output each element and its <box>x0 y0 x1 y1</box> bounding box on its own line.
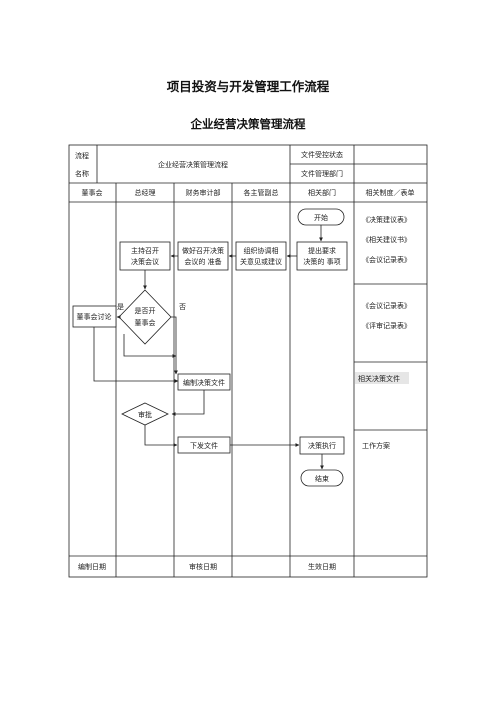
main-title: 项目投资与开发管理工作流程 <box>166 79 330 94</box>
column-header-board: 董事会 <box>82 188 103 197</box>
column-header-gm: 总经理 <box>135 188 156 197</box>
host-meeting-l1: 主持召开 <box>131 246 159 255</box>
footer-prepared-date: 编制日期 <box>78 562 106 571</box>
related-docs: 相关决策文件 <box>358 374 400 383</box>
decision-l1: 是否开 <box>135 307 156 315</box>
form-meeting-record-2: 《会议记录表》 <box>362 301 411 310</box>
organize-l2: 关意见或建议 <box>240 257 282 266</box>
table-border <box>68 144 428 578</box>
flow-label-line2: 名称 <box>75 169 89 178</box>
prepare-l1: 做好召开决策 <box>182 246 224 255</box>
doc-status-label: 文件受控状态 <box>301 150 343 159</box>
column-header-finance: 财务审计部 <box>186 188 221 197</box>
work-plan: 工作方案 <box>362 441 390 450</box>
approve-label: 审批 <box>138 410 152 419</box>
organize-box <box>235 241 287 271</box>
form-related-proposal: 《相关建议书》 <box>362 235 411 244</box>
host-meeting-box <box>119 241 171 271</box>
propose-l1: 提出要求 <box>308 246 336 255</box>
footer-effective-date: 生效日期 <box>308 562 336 571</box>
execute-label: 决策执行 <box>308 441 336 450</box>
board-discuss-box <box>72 305 117 328</box>
end-label: 结束 <box>315 474 329 483</box>
decision-l2: 董事会 <box>135 318 156 327</box>
prepare-l2: 会议的 准备 <box>184 257 221 266</box>
column-header-forms: 相关制度／表单 <box>366 188 415 197</box>
decision-diamond <box>118 289 172 345</box>
footer-reviewed-date: 审核日期 <box>189 562 217 571</box>
flow-name: 企业经营决策管理流程 <box>158 160 228 169</box>
column-header-dept: 相关部门 <box>308 188 336 197</box>
organize-l1: 组织协调相 <box>244 246 279 255</box>
doc-dept-label: 文件管理部门 <box>301 169 343 178</box>
form-review-record: 《评审记录表》 <box>362 321 411 330</box>
host-meeting-l2: 决策会议 <box>131 257 159 266</box>
propose-box <box>296 241 348 271</box>
end-node <box>300 469 344 487</box>
compile-label: 编制决策文件 <box>183 378 225 387</box>
flow-label-line1: 流程 <box>75 151 89 160</box>
start-label: 开始 <box>314 213 328 222</box>
issue-label: 下发文件 <box>190 441 218 450</box>
no-label: 否 <box>179 303 186 311</box>
sub-title: 企业经营决策管理流程 <box>190 117 306 131</box>
related-docs-highlight <box>355 372 409 384</box>
prepare-box <box>177 241 229 271</box>
form-decision-suggestion: 《决策建议表》 <box>362 215 411 224</box>
form-meeting-record: 《会议记录表》 <box>362 255 411 264</box>
column-header-vp: 各主管副总 <box>244 188 279 197</box>
propose-l2: 决策的 事项 <box>303 257 340 266</box>
board-discuss-label: 董事会讨论 <box>77 312 112 321</box>
yes-label: 是 <box>117 303 124 311</box>
